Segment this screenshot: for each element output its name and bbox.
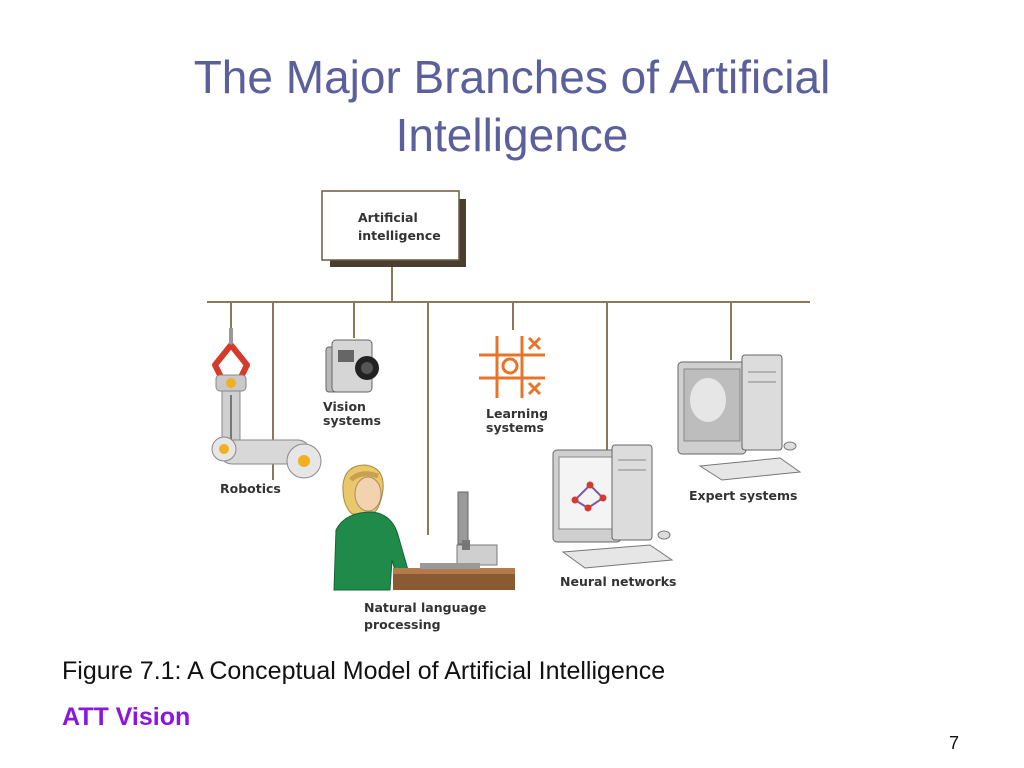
expert-label: Expert systems — [689, 488, 797, 503]
vision-label-line-2: systems — [323, 413, 381, 428]
root-node: Artificial intelligence — [321, 190, 466, 267]
title-line-2: Intelligence — [395, 109, 629, 161]
robotic-arm-icon — [211, 328, 322, 479]
title-line-1: The Major Branches of Artificial — [193, 51, 831, 103]
root-label-line-2: intelligence — [358, 228, 441, 243]
camera-icon — [325, 339, 379, 393]
neural-network-computer-icon — [552, 444, 674, 569]
robotics-label: Robotics — [220, 481, 281, 496]
page-number: 7 — [949, 733, 960, 753]
vision-label-line-1: Vision — [323, 399, 366, 414]
learning-label-line-2: systems — [486, 420, 544, 435]
ai-branches-diagram: Artificial intelligence Robotics V — [207, 190, 810, 632]
learning-label-line-1: Learning — [486, 406, 548, 421]
root-label-line-1: Artificial — [358, 210, 418, 225]
figure-caption: Figure 7.1: A Conceptual Model of Artifi… — [62, 657, 666, 685]
person-at-terminal-icon — [333, 464, 515, 591]
tic-tac-toe-icon — [479, 336, 545, 398]
nlp-label-line-2: processing — [364, 617, 441, 632]
nlp-label-line-1: Natural language — [364, 600, 486, 615]
source-label: ATT Vision — [62, 703, 191, 731]
expert-system-computer-icon — [677, 354, 802, 481]
neural-label: Neural networks — [560, 574, 676, 589]
slide-title: The Major Branches of Artificial Intelli… — [0, 48, 1024, 164]
